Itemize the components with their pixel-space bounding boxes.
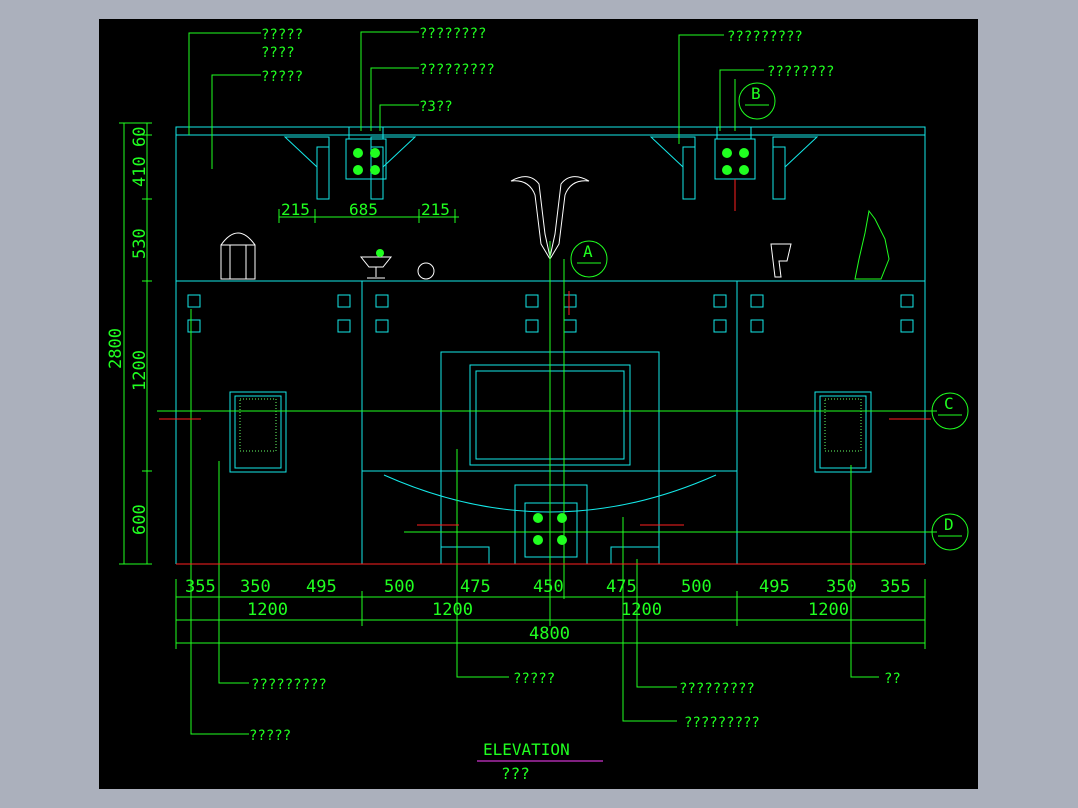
dim-r2-1: 1200 <box>247 600 288 620</box>
dim-r1-2: 350 <box>240 577 271 597</box>
callout-b-3: ????? <box>513 671 555 687</box>
marker-a: A <box>583 242 593 261</box>
callout-tm-3: ?3?? <box>419 99 453 115</box>
elevation-drawing: ????? ???? ????? ???????? ????????? ?3??… <box>106 26 969 783</box>
dim-r2-3: 1200 <box>621 600 662 620</box>
dim-r1-3: 495 <box>306 577 337 597</box>
dim-r1-9: 495 <box>759 577 790 597</box>
dim-shelf-2: 685 <box>349 200 378 219</box>
marker-c: C <box>944 394 954 413</box>
dim-2800: 2800 <box>106 328 126 369</box>
section-marks <box>159 179 931 565</box>
callout-tm-2: ????????? <box>419 62 495 78</box>
callout-tl-3: ????? <box>261 69 303 85</box>
dim-shelf-1: 215 <box>281 200 310 219</box>
dim-r1-6: 450 <box>533 577 564 597</box>
callout-labels: ????? ???? ????? ???????? ????????? ?3??… <box>249 26 901 744</box>
callout-tr-1: ????????? <box>727 29 803 45</box>
callout-tl-2: ???? <box>261 45 295 61</box>
marker-labels: A B C D <box>583 84 954 534</box>
shelf-dimensions: 215 685 215 <box>281 200 450 219</box>
dim-r1-7: 475 <box>606 577 637 597</box>
marker-d: D <box>944 515 954 534</box>
dim-r2-4: 1200 <box>808 600 849 620</box>
cad-drawing-canvas[interactable]: ????? ???? ????? ???????? ????????? ?3??… <box>99 19 978 789</box>
dim-1200: 1200 <box>130 350 150 391</box>
dim-r1-5: 475 <box>460 577 491 597</box>
drawing-title-block: ELEVATION ??? <box>483 740 570 783</box>
callout-b-2: ????? <box>249 728 291 744</box>
dim-60: 60 <box>130 127 150 147</box>
callout-tm-1: ???????? <box>419 26 486 42</box>
drawing-subtitle: ??? <box>501 764 530 783</box>
drawing-title: ELEVATION <box>483 740 570 759</box>
dim-shelf-3: 215 <box>421 200 450 219</box>
dim-r1-4: 500 <box>384 577 415 597</box>
dim-530: 530 <box>130 228 150 259</box>
marker-b: B <box>751 84 761 103</box>
dim-total: 4800 <box>529 624 570 644</box>
callout-tl-1: ????? <box>261 27 303 43</box>
dim-600: 600 <box>130 504 150 535</box>
dimension-lines <box>119 31 969 735</box>
callout-b-5: ????????? <box>684 715 760 731</box>
dim-r1-1: 355 <box>185 577 216 597</box>
left-dimensions: 60 410 530 2800 1200 600 <box>106 127 150 535</box>
dim-410: 410 <box>130 156 150 187</box>
dim-r1-8: 500 <box>681 577 712 597</box>
decor-objects <box>220 176 890 452</box>
dim-r1-10: 350 <box>826 577 857 597</box>
callout-b-6: ?? <box>884 671 901 687</box>
callout-b-1: ????????? <box>251 677 327 693</box>
bottom-dimensions: 355 350 495 500 475 450 475 500 495 350 … <box>185 577 911 644</box>
dim-r1-11: 355 <box>880 577 911 597</box>
callout-tr-2: ???????? <box>767 64 834 80</box>
callout-b-4: ????????? <box>679 681 755 697</box>
dim-r2-2: 1200 <box>432 600 473 620</box>
